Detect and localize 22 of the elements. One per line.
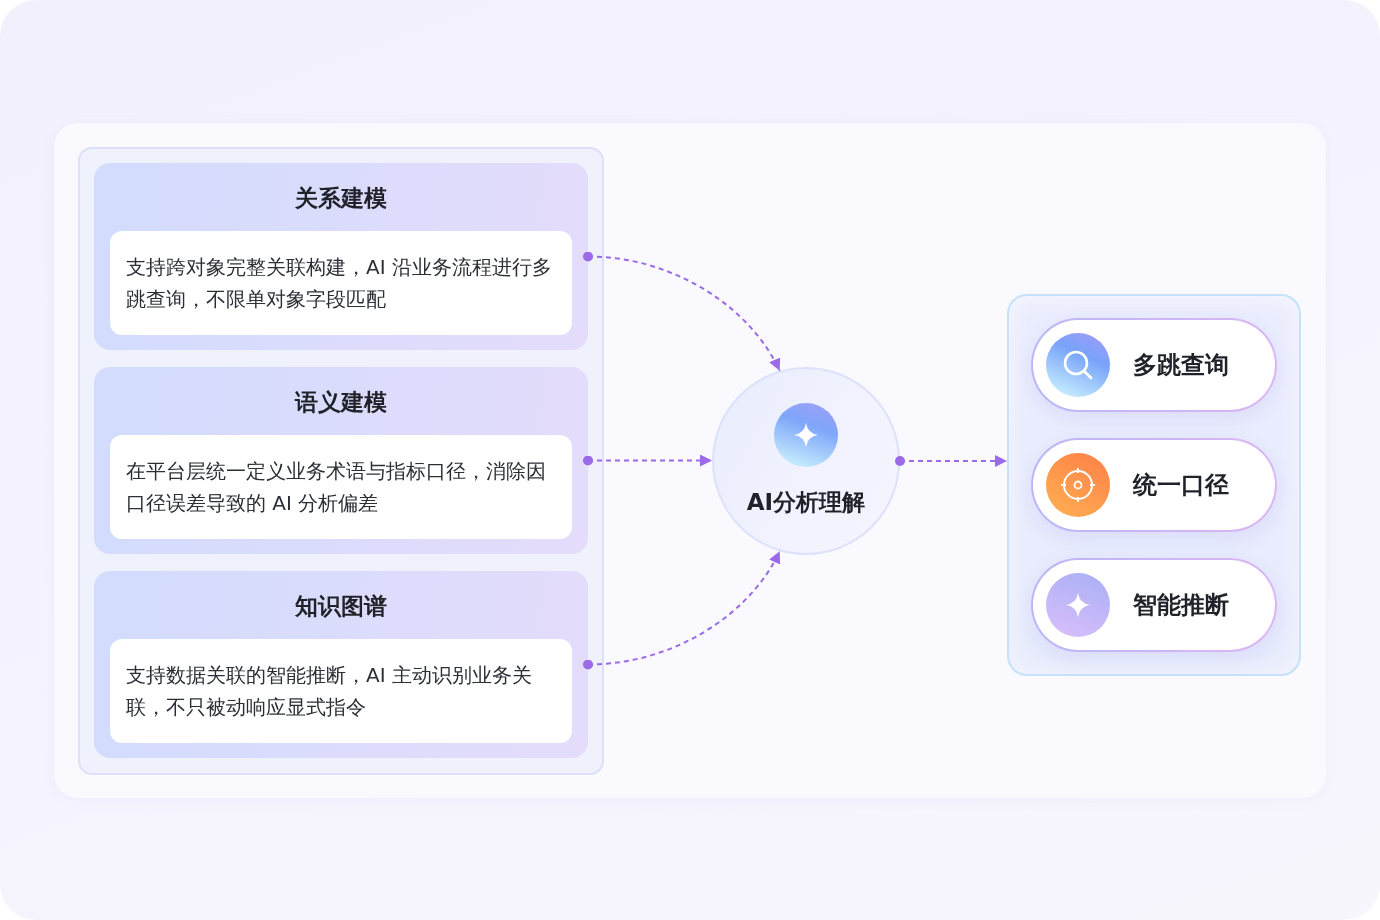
arrow xyxy=(583,550,781,670)
module-card xyxy=(94,163,588,350)
feature-label: 智能推断 xyxy=(1133,590,1229,620)
module-card xyxy=(94,367,588,554)
module-heading: 知识图谱 xyxy=(294,592,388,621)
description-panel xyxy=(110,231,572,335)
arrow xyxy=(583,251,781,372)
module-heading: 关系建模 xyxy=(294,184,388,213)
description-panel xyxy=(110,435,572,539)
arrow xyxy=(895,455,1008,467)
arrow xyxy=(583,454,713,467)
hub-label: AI分析理解 xyxy=(745,488,867,517)
module-card xyxy=(94,571,588,758)
description-text: 支持跨对象完整关联构建，AI 沿业务流程进行多跳查询，不限单对象字段匹配 xyxy=(126,254,553,313)
feature-label: 多跳查询 xyxy=(1133,350,1229,380)
description-text: 支持数据关联的智能推断，AI 主动识别业务关联，不只被动响应显式指令 xyxy=(126,662,533,721)
feature-panel xyxy=(1007,294,1301,676)
description-text: 在平台层统一定义业务术语与指标口径，消除因口径误差导致的 AI 分析偏差 xyxy=(126,458,547,517)
feature-label: 统一口径 xyxy=(1133,470,1229,500)
module-heading: 语义建模 xyxy=(293,388,388,417)
description-panel xyxy=(110,639,572,743)
module-panel xyxy=(78,147,604,775)
